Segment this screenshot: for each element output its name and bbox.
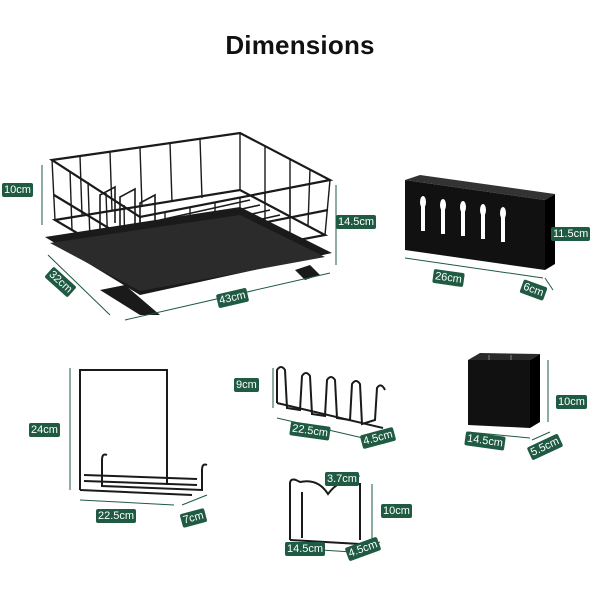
page-title: Dimensions <box>225 30 375 60</box>
cutting-board-holder-height-label: 24cm <box>29 423 60 437</box>
cutting-board-holder-depth-label: 7cm <box>179 508 208 528</box>
lid-holder-top-gap-label: 3.7cm <box>325 472 359 486</box>
cutting-board-holder-image <box>69 368 208 506</box>
cup-holder-image <box>467 353 551 441</box>
lid-holder-height-label: 10cm <box>381 504 412 518</box>
cutting-board-holder-width-label: 22.5cm <box>96 509 137 523</box>
utensil-holder-image <box>404 175 555 291</box>
lid-holder-width-label: 14.5cm <box>285 542 326 556</box>
utensil-holder-height-label: 11.5cm <box>551 227 591 241</box>
cup-holder-height-label: 10cm <box>556 395 587 409</box>
plate-rack-height-label: 9cm <box>234 378 259 392</box>
dish-rack-height-label: 10cm <box>2 183 33 197</box>
dish-rack-total-height-label: 14.5cm <box>336 215 377 229</box>
dish-rack-image <box>41 131 337 321</box>
